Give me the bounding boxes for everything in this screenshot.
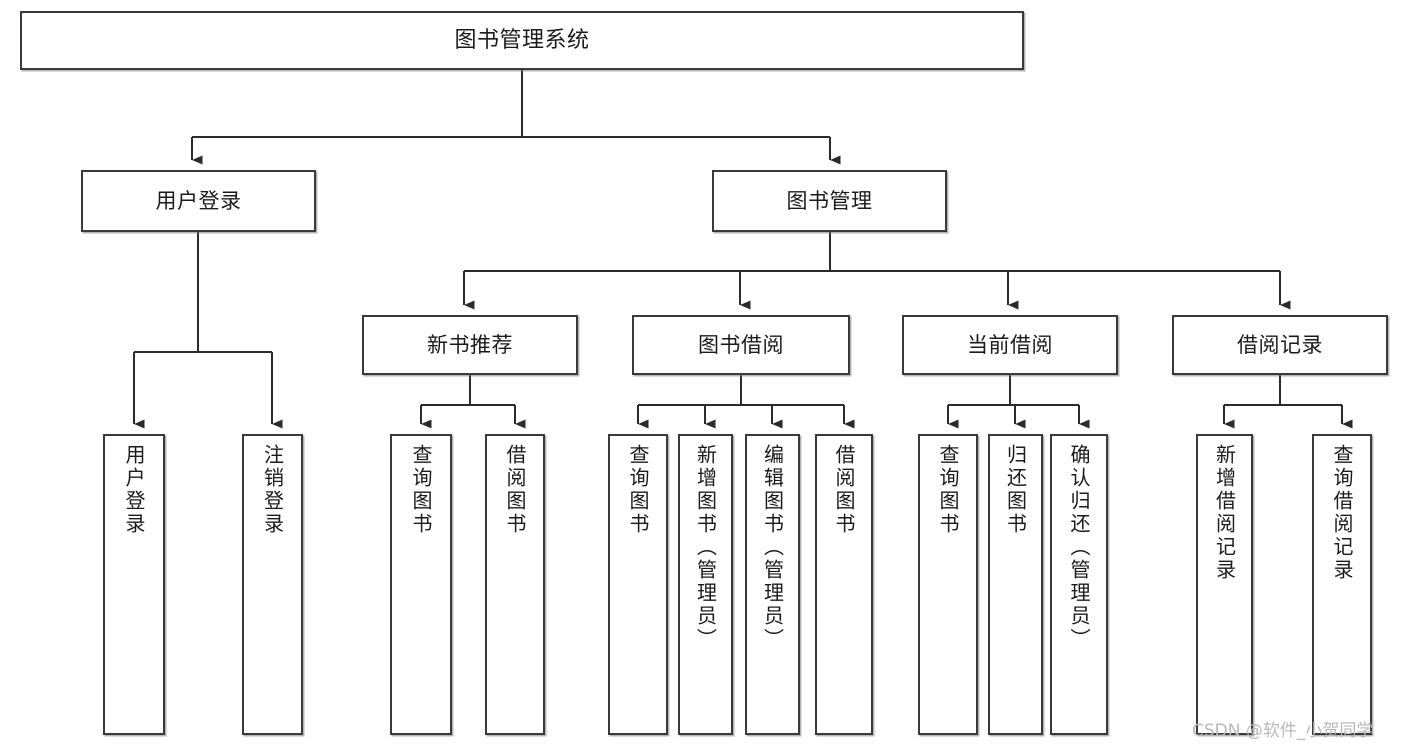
node-leaf-add-record-label: 新增借阅记录 xyxy=(1212,444,1237,582)
node-leaf-query-book-cur[interactable]: 查询图书 xyxy=(918,434,978,735)
node-leaf-borrow-book[interactable]: 借阅图书 xyxy=(815,434,873,735)
node-leaf-query-book-cur-label: 查询图书 xyxy=(936,444,960,536)
node-new-book-rec-label: 新书推荐 xyxy=(427,332,513,357)
node-leaf-add-record[interactable]: 新增借阅记录 xyxy=(1196,434,1253,735)
node-leaf-return-book-label: 归还图书 xyxy=(1003,444,1028,536)
node-root-label: 图书管理系统 xyxy=(454,27,590,53)
watermark-text: CSDN @软件_小贺同学 xyxy=(1192,721,1374,741)
node-leaf-logout-label: 注销登录 xyxy=(260,444,285,536)
node-book-borrow[interactable]: 图书借阅 xyxy=(632,315,850,375)
node-leaf-query-record-label: 查询借阅记录 xyxy=(1330,444,1354,582)
node-leaf-return-book[interactable]: 归还图书 xyxy=(988,434,1043,735)
node-new-book-rec[interactable]: 新书推荐 xyxy=(362,315,578,375)
node-leaf-user-login-label: 用户登录 xyxy=(122,444,146,536)
node-user-login[interactable]: 用户登录 xyxy=(81,170,316,232)
node-leaf-borrow-book-rec[interactable]: 借阅图书 xyxy=(485,434,545,735)
node-borrow-record[interactable]: 借阅记录 xyxy=(1172,315,1388,375)
node-current-borrow[interactable]: 当前借阅 xyxy=(902,315,1118,375)
node-leaf-query-book-rec[interactable]: 查询图书 xyxy=(390,434,452,735)
node-leaf-confirm-return[interactable]: 确认归还（管理员） xyxy=(1050,434,1108,735)
node-user-login-label: 用户登录 xyxy=(155,188,242,213)
node-leaf-logout[interactable]: 注销登录 xyxy=(242,434,303,735)
node-leaf-add-book-label: 新增图书（管理员） xyxy=(693,444,718,651)
node-leaf-edit-book[interactable]: 编辑图书（管理员） xyxy=(745,434,800,735)
node-leaf-confirm-return-label: 确认归还（管理员） xyxy=(1067,444,1091,651)
node-current-borrow-label: 当前借阅 xyxy=(967,332,1053,357)
node-book-borrow-label: 图书借阅 xyxy=(698,332,784,357)
node-book-manage-label: 图书管理 xyxy=(786,188,873,213)
node-leaf-query-book-bor[interactable]: 查询图书 xyxy=(608,434,668,735)
node-leaf-query-book-rec-label: 查询图书 xyxy=(409,444,433,536)
node-root[interactable]: 图书管理系统 xyxy=(20,11,1024,70)
node-borrow-record-label: 借阅记录 xyxy=(1237,332,1323,357)
node-leaf-borrow-book-rec-label: 借阅图书 xyxy=(503,444,527,536)
node-book-manage[interactable]: 图书管理 xyxy=(712,170,947,232)
node-leaf-query-book-bor-label: 查询图书 xyxy=(626,444,650,536)
node-leaf-user-login[interactable]: 用户登录 xyxy=(103,434,165,735)
node-leaf-add-book[interactable]: 新增图书（管理员） xyxy=(678,434,733,735)
node-leaf-query-record[interactable]: 查询借阅记录 xyxy=(1312,434,1372,735)
node-leaf-edit-book-label: 编辑图书（管理员） xyxy=(760,444,785,651)
node-leaf-borrow-book-label: 借阅图书 xyxy=(832,444,856,536)
